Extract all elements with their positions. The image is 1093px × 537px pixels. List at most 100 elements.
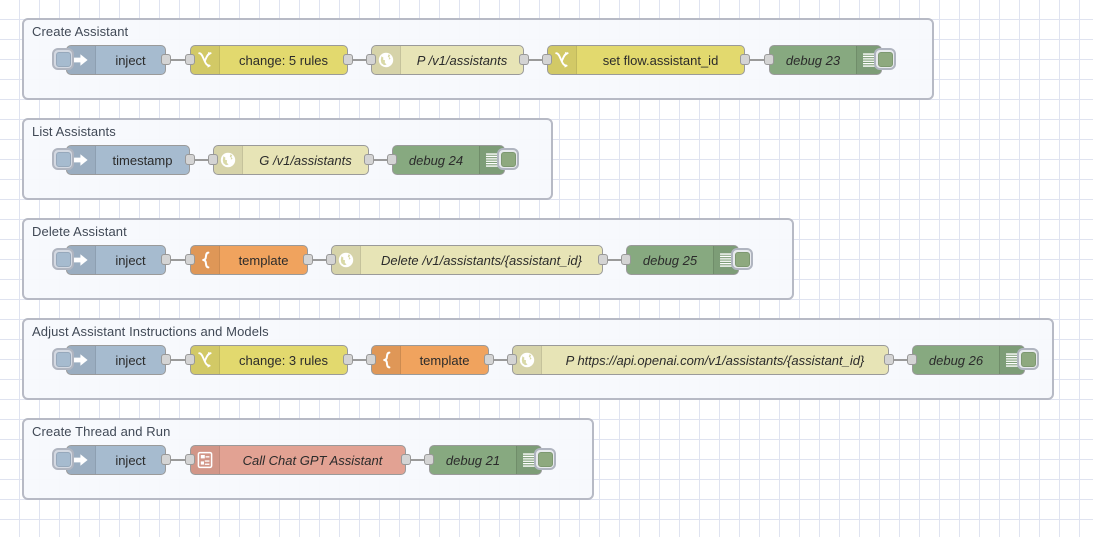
debug-button-inner <box>877 51 893 67</box>
node-wire[interactable] <box>607 259 622 261</box>
node-input-port[interactable] <box>542 54 552 65</box>
node-output-port[interactable] <box>303 254 313 265</box>
assistant-form-icon <box>191 446 220 474</box>
node-debug[interactable]: debug 25 <box>626 245 739 275</box>
node-change[interactable]: change: 3 rules <box>190 345 348 375</box>
node-output-port[interactable] <box>740 54 750 65</box>
node-input-port[interactable] <box>621 254 631 265</box>
node-input-port[interactable] <box>185 354 195 365</box>
node-output-port[interactable] <box>598 254 608 265</box>
node-wire[interactable] <box>749 59 765 61</box>
node-wire[interactable] <box>352 59 367 61</box>
node-debug[interactable]: debug 24 <box>392 145 505 175</box>
inject-trigger-button[interactable] <box>52 148 74 170</box>
node-input-port[interactable] <box>185 54 195 65</box>
node-label: change: 5 rules <box>239 52 328 68</box>
node-wire[interactable] <box>410 459 425 461</box>
node-label: debug 25 <box>642 252 698 268</box>
node-output-port[interactable] <box>484 354 494 365</box>
node-label: inject <box>115 452 146 468</box>
debug-toggle-button[interactable] <box>1017 348 1039 370</box>
node-wire[interactable] <box>493 359 508 361</box>
node-input-port[interactable] <box>764 54 774 65</box>
node-template[interactable]: template <box>371 345 489 375</box>
node-output-port[interactable] <box>884 354 894 365</box>
node-output-port[interactable] <box>161 254 171 265</box>
change-swap-icon <box>548 46 577 74</box>
node-input-port[interactable] <box>366 354 376 365</box>
node-inject[interactable]: inject <box>66 345 166 375</box>
inject-trigger-button[interactable] <box>52 248 74 270</box>
node-output-port[interactable] <box>161 354 171 365</box>
inject-trigger-button[interactable] <box>52 48 74 70</box>
node-inject[interactable]: inject <box>66 445 166 475</box>
inject-button-inner <box>55 151 71 167</box>
debug-toggle-button[interactable] <box>497 148 519 170</box>
node-label: set flow.assistant_id <box>602 52 719 68</box>
node-wire[interactable] <box>373 159 388 161</box>
debug-toggle-button[interactable] <box>731 248 753 270</box>
node-output-port[interactable] <box>364 154 374 165</box>
node-output-port[interactable] <box>185 154 195 165</box>
node-wire[interactable] <box>170 259 186 261</box>
node-wire[interactable] <box>170 59 186 61</box>
node-label: P https://api.openai.com/v1/assistants/{… <box>565 352 865 368</box>
node-output-port[interactable] <box>519 54 529 65</box>
inject-button-inner <box>55 351 71 367</box>
brace-icon <box>191 246 220 274</box>
node-wire[interactable] <box>312 259 327 261</box>
node-label: inject <box>115 52 146 68</box>
node-label: debug 21 <box>445 452 501 468</box>
node-label: timestamp <box>112 152 173 168</box>
node-output-port[interactable] <box>343 354 353 365</box>
debug-toggle-button[interactable] <box>534 448 556 470</box>
node-debug[interactable]: debug 21 <box>429 445 542 475</box>
node-wire[interactable] <box>893 359 908 361</box>
node-input-port[interactable] <box>424 454 434 465</box>
node-http[interactable]: G /v1/assistants <box>213 145 369 175</box>
node-label: template <box>238 252 289 268</box>
group-label: Adjust Assistant Instructions and Models <box>32 324 269 339</box>
node-input-port[interactable] <box>387 154 397 165</box>
node-output-port[interactable] <box>161 454 171 465</box>
node-chatgpt[interactable]: Call Chat GPT Assistant <box>190 445 406 475</box>
node-inject[interactable]: inject <box>66 45 166 75</box>
node-input-port[interactable] <box>208 154 218 165</box>
node-input-port[interactable] <box>507 354 517 365</box>
node-http[interactable]: Delete /v1/assistants/{assistant_id} <box>331 245 603 275</box>
node-http[interactable]: P /v1/assistants <box>371 45 524 75</box>
node-change[interactable]: set flow.assistant_id <box>547 45 745 75</box>
node-wire[interactable] <box>170 359 186 361</box>
node-label: debug 24 <box>408 152 464 168</box>
inject-trigger-button[interactable] <box>52 348 74 370</box>
node-input-port[interactable] <box>185 454 195 465</box>
node-wire[interactable] <box>528 59 543 61</box>
node-wire[interactable] <box>194 159 209 161</box>
node-input-port[interactable] <box>185 254 195 265</box>
debug-button-inner <box>1020 351 1036 367</box>
node-input-port[interactable] <box>366 54 376 65</box>
node-debug[interactable]: debug 26 <box>912 345 1025 375</box>
node-inject[interactable]: inject <box>66 245 166 275</box>
node-input-port[interactable] <box>326 254 336 265</box>
node-output-port[interactable] <box>343 54 353 65</box>
inject-trigger-button[interactable] <box>52 448 74 470</box>
node-input-port[interactable] <box>907 354 917 365</box>
node-label: G /v1/assistants <box>259 152 352 168</box>
group-label: Create Thread and Run <box>32 424 171 439</box>
node-template[interactable]: template <box>190 245 308 275</box>
inject-button-inner <box>55 251 71 267</box>
node-label: inject <box>115 252 146 268</box>
node-output-port[interactable] <box>401 454 411 465</box>
node-wire[interactable] <box>170 459 186 461</box>
node-label: debug 23 <box>785 52 841 68</box>
node-output-port[interactable] <box>161 54 171 65</box>
node-change[interactable]: change: 5 rules <box>190 45 348 75</box>
node-inject[interactable]: timestamp <box>66 145 190 175</box>
node-label: inject <box>115 352 146 368</box>
node-http[interactable]: P https://api.openai.com/v1/assistants/{… <box>512 345 889 375</box>
debug-toggle-button[interactable] <box>874 48 896 70</box>
node-debug[interactable]: debug 23 <box>769 45 882 75</box>
node-wire[interactable] <box>352 359 367 361</box>
